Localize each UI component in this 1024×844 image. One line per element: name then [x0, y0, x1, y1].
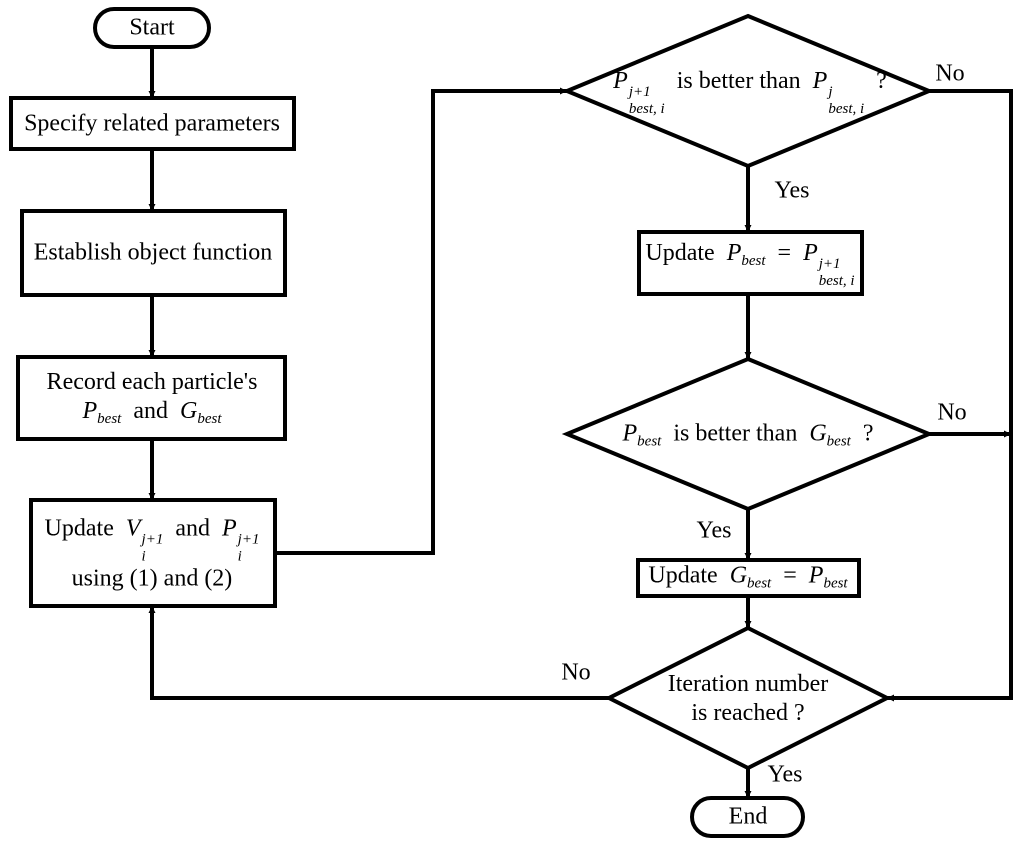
pbest-symbol: P: [808, 562, 824, 589]
pbest-current-symbol: P: [812, 68, 828, 94]
end-label: End: [728, 803, 768, 830]
gbest-subscript: best: [747, 575, 772, 592]
update-word: Update: [648, 562, 718, 589]
update-pbest-box: [637, 230, 864, 296]
decision2-label: Pbest is better than Gbest ?: [623, 420, 874, 451]
decision1-no-label: No: [935, 60, 965, 87]
pbest-subscript: best: [637, 433, 662, 450]
decision3-yes-label: Yes: [767, 761, 803, 788]
update-word: Update: [44, 515, 114, 542]
pbest-subscript: best: [97, 410, 122, 427]
update-and: and: [175, 515, 210, 542]
specify-label: Specify related parameters: [24, 110, 280, 137]
decision1-text: is better than: [676, 68, 801, 94]
decision2-no-label: No: [937, 399, 967, 426]
pbest-symbol: P: [726, 240, 742, 266]
edge-decision3-no: [148, 606, 609, 700]
record-label: Record each particle's Pbest and Gbest: [47, 368, 258, 428]
establish-label: Establish object function: [33, 239, 273, 266]
gbest-symbol: G: [809, 420, 827, 447]
gbest-symbol: G: [729, 562, 748, 589]
edge-decision1-no: [887, 89, 1013, 702]
decision3-line1: Iteration number: [667, 671, 829, 698]
gbest-symbol: G: [179, 397, 198, 424]
start-label: Start: [129, 14, 175, 41]
record-and: and: [133, 397, 168, 424]
record-line2: Pbest and Gbest: [47, 397, 258, 428]
pbest-symbol: P: [622, 420, 638, 447]
position-symbol: P: [221, 515, 237, 542]
decision2-yes-label: Yes: [696, 517, 732, 544]
equals-sign: =: [783, 562, 797, 589]
decision2-question-mark: ?: [862, 420, 874, 447]
gbest-subscript: best: [826, 433, 851, 450]
decision1-yes-label: Yes: [774, 177, 810, 204]
edge-update-decision1: [275, 87, 567, 555]
gbest-subscript: best: [197, 410, 222, 427]
decision3-no-label: No: [561, 659, 591, 686]
equals-sign: =: [777, 240, 792, 266]
record-line1: Record each particle's: [46, 369, 258, 396]
update-word: Update: [645, 240, 715, 266]
pbest-next-symbol: P: [613, 68, 628, 94]
decision1-question-mark: ?: [876, 68, 887, 94]
velocity-symbol: V: [125, 515, 141, 542]
pbest-subscript: best: [823, 575, 848, 592]
pbest-symbol: P: [82, 397, 98, 424]
decision3-label: Iteration number is reached ?: [668, 670, 829, 728]
decision3-line2: is reached ?: [691, 700, 805, 726]
decision2-text: is better than: [673, 420, 798, 447]
update-gbest-label: Update Gbest = Pbest: [648, 562, 847, 593]
pbest-next-symbol: P: [803, 240, 818, 266]
update-vp-line2: using (1) and (2): [71, 565, 233, 592]
pbest-subscript: best: [741, 253, 766, 269]
